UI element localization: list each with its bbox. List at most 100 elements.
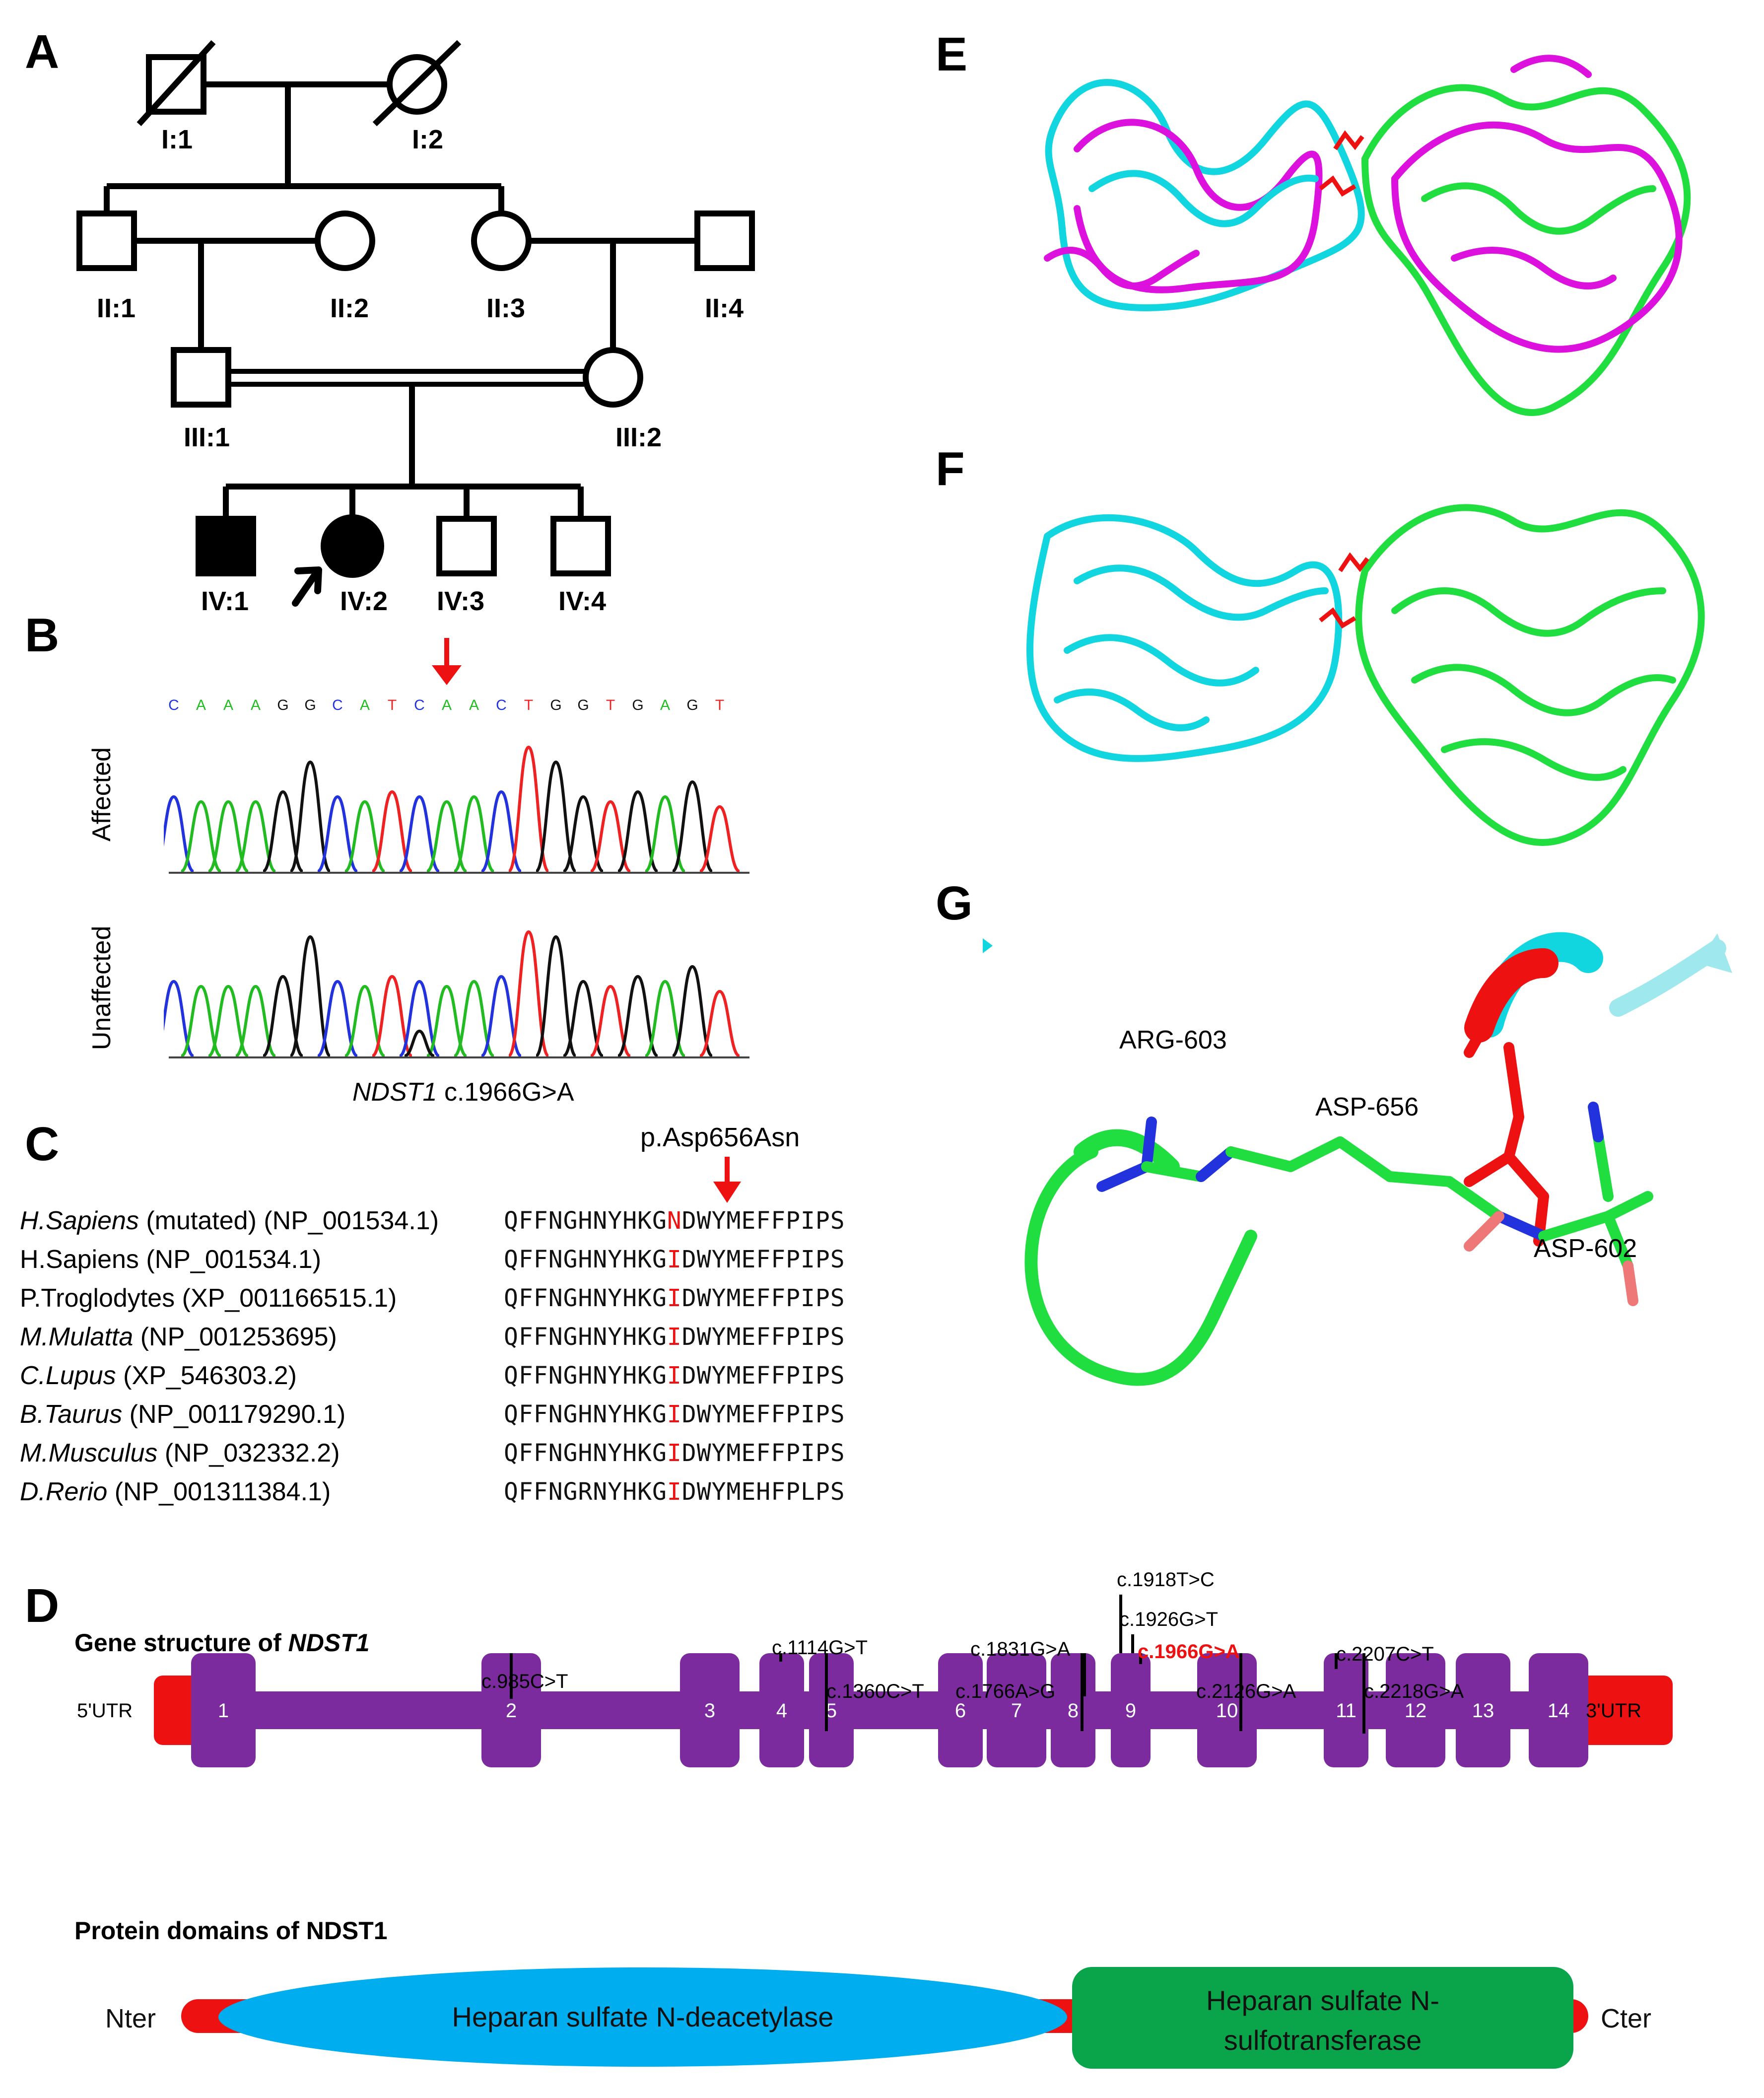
- mutation-label: c.1766A>G: [955, 1680, 1055, 1702]
- alignment-sequence: QFFNGRNYHKGIDWYMEHFPLPS: [504, 1478, 845, 1506]
- trace-peak: [480, 975, 522, 1057]
- trace-peak: [371, 975, 413, 1057]
- alignment-species: M.Musculus (NP_032332.2): [20, 1439, 340, 1468]
- base-letter: A: [660, 697, 670, 713]
- domain-deacetylase: [218, 1967, 1067, 2067]
- alignment-sequence: QFFNGHNYHKGIDWYMEFFPIPS: [504, 1323, 845, 1351]
- trace-peak: [317, 795, 358, 873]
- exon-block: [1456, 1653, 1510, 1767]
- trace-peak: [262, 975, 304, 1057]
- trace-peak: [617, 975, 659, 1057]
- pedigree-ii3-female: [471, 210, 532, 271]
- exon-block: [191, 1653, 256, 1767]
- exon-number: 1: [218, 1700, 229, 1722]
- pedigree-label: II:1: [97, 293, 136, 323]
- pedigree-iii2-female: [583, 347, 643, 408]
- panel-letter-b: B: [25, 609, 60, 662]
- pedigree-label: III:2: [615, 422, 662, 452]
- trace-peak: [317, 979, 358, 1057]
- variant-residue: I: [667, 1246, 682, 1273]
- domain-sulfotransferase: [1072, 1967, 1573, 2069]
- alignment-species: D.Rerio (NP_001311384.1): [20, 1477, 331, 1506]
- protein-domain-diagram: [181, 1967, 1588, 2069]
- exon-block: [809, 1653, 854, 1767]
- exon-number: 3: [704, 1700, 715, 1722]
- pedigree-ii1-male: [76, 210, 137, 271]
- pedigree-label: IV:4: [558, 586, 607, 616]
- exon-number: 14: [1548, 1700, 1570, 1722]
- base-letter: T: [606, 697, 615, 713]
- exon-number: 6: [955, 1700, 966, 1722]
- base-letter: G: [304, 697, 316, 713]
- alignment-sequence: QFFNGHNYHKGIDWYMEFFPIPS: [504, 1362, 845, 1390]
- base-letter: T: [715, 697, 724, 713]
- pedigree-label: IV:1: [201, 586, 249, 616]
- gene-structure-title: Gene structure of NDST1: [74, 1629, 370, 1657]
- trace-peak: [699, 989, 741, 1057]
- panel-letter-a: A: [25, 25, 60, 78]
- structure-dimer: [1026, 504, 1705, 846]
- base-letter: T: [388, 697, 397, 713]
- exon-number: 2: [506, 1700, 517, 1722]
- base-letter: T: [524, 697, 533, 713]
- trace-peak: [535, 760, 577, 873]
- trace-peak: [535, 935, 577, 1057]
- base-letter: A: [251, 697, 261, 713]
- alignment-sequence: QFFNGHNYHKGIDWYMEFFPIPS: [504, 1439, 845, 1467]
- trace-peak: [207, 800, 249, 873]
- variant-caption: NDST1 c.1966G>A: [352, 1077, 574, 1107]
- mutation-label: c.1926G>T: [1119, 1608, 1218, 1630]
- pedigree-label: IV:2: [340, 586, 388, 616]
- trace-peak: [399, 979, 440, 1057]
- exon-number: 8: [1068, 1700, 1079, 1722]
- domain2-label: Heparan sulfate N- sulfotransferase: [1072, 1981, 1573, 2060]
- utr3-label: 3'UTR: [1586, 1700, 1641, 1722]
- deceased-slash: [136, 40, 216, 127]
- alignment-sequence: QFFNGHNYHKGIDWYMEFFPIPS: [504, 1284, 845, 1312]
- base-letter: G: [277, 697, 288, 713]
- pedigree-iii1-male: [171, 347, 231, 408]
- structure-superposition: [1044, 55, 1691, 416]
- exon-block: [680, 1653, 740, 1767]
- pedigree-label: III:1: [184, 422, 230, 452]
- variant-residue: N: [667, 1207, 682, 1235]
- trace-peak: [180, 800, 222, 873]
- arg603-sticks: [1096, 1117, 1504, 1222]
- pedigree-iv4-male: [550, 516, 611, 576]
- base-letter: C: [414, 697, 425, 713]
- mutation-label: c.2218G>A: [1364, 1680, 1464, 1702]
- exon-number: 13: [1472, 1700, 1494, 1722]
- deceased-slash: [372, 40, 462, 127]
- alignment-arrow: [713, 1157, 741, 1203]
- trace-peak: [426, 800, 468, 873]
- alignment-species: M.Mulatta (NP_001253695): [20, 1323, 337, 1351]
- mutation-label: c.1966G>A: [1138, 1641, 1240, 1663]
- trace-peak: [164, 979, 195, 1057]
- proband-arrow: [292, 566, 322, 607]
- exon-block: [1386, 1653, 1445, 1767]
- variant-residue: I: [667, 1362, 682, 1390]
- mutation-site-e: [1319, 130, 1364, 197]
- pedigree-iv1-affected-male: [196, 516, 256, 576]
- gene-name: NDST1: [352, 1078, 437, 1107]
- trace-peak: [508, 745, 549, 873]
- alignment-species: P.Troglodytes (XP_001166515.1): [20, 1284, 397, 1313]
- base-letter: A: [360, 697, 370, 713]
- affected-trace: [164, 745, 741, 873]
- mutation-label: c.2126G>A: [1196, 1680, 1296, 1702]
- alignment-species-list: H.Sapiens (mutated) (NP_001534.1)H.Sapie…: [20, 1201, 439, 1511]
- pedigree-ii4-male: [694, 210, 755, 271]
- panel-letter-g: G: [936, 877, 973, 930]
- pedigree-label: II:3: [486, 293, 526, 323]
- panel-letter-d: D: [25, 1579, 60, 1632]
- mutation-arrow: [432, 638, 462, 685]
- unaffected-trace: [164, 930, 741, 1057]
- alignment-species: C.Lupus (XP_546303.2): [20, 1361, 297, 1390]
- pedigree-chart: [76, 40, 755, 607]
- trace-peak: [453, 979, 495, 1057]
- alignment-species: H.Sapiens (NP_001534.1): [20, 1245, 322, 1274]
- exon-number: 4: [776, 1700, 787, 1722]
- exon-block: [759, 1653, 804, 1767]
- nter-label: Nter: [105, 2004, 156, 2033]
